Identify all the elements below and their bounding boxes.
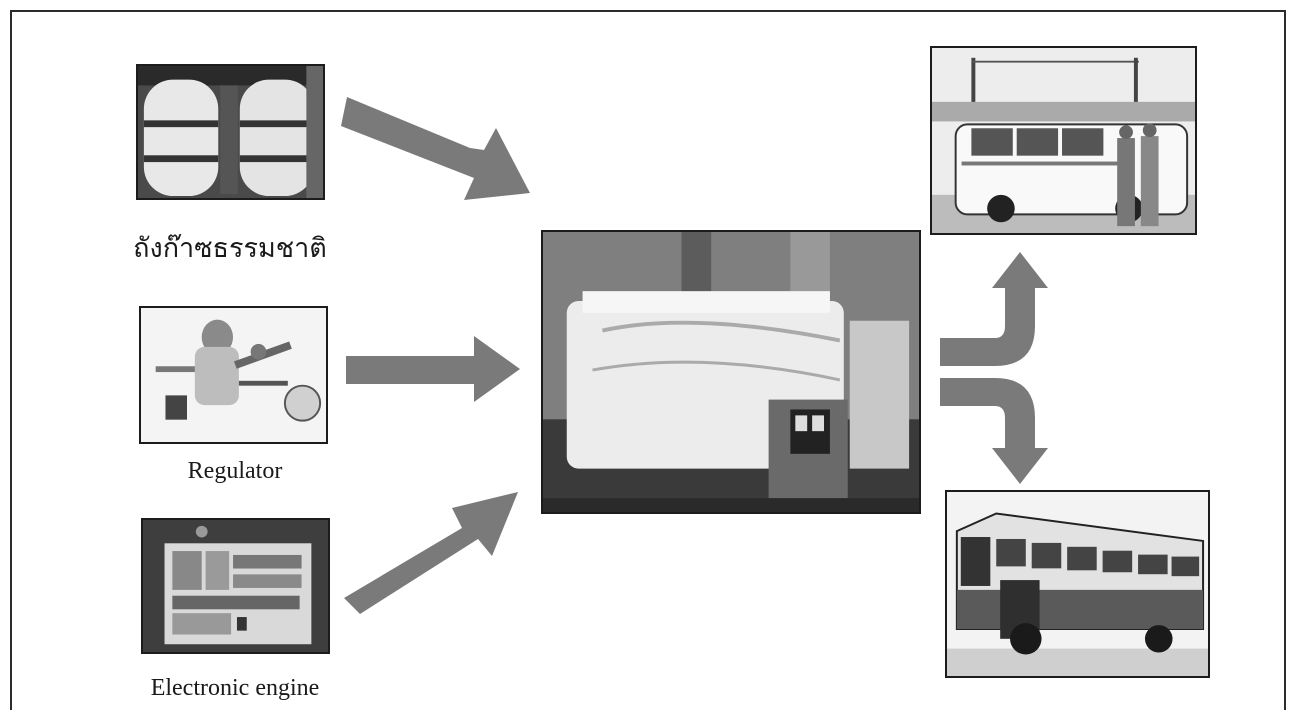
- arrow-engine-to-bus: [940, 378, 1048, 484]
- bus-photo: [945, 490, 1210, 678]
- engine-photo: [541, 230, 921, 514]
- regulator-caption: Regulator: [187, 458, 283, 484]
- van-photo: [930, 46, 1197, 235]
- diagram-frame: [10, 10, 1286, 710]
- gas-tank-photo: [136, 64, 325, 200]
- gas-tank-caption: ถังก๊าซธรรมชาติ: [133, 233, 327, 264]
- ecu-photo: [141, 518, 330, 654]
- ecu-caption: Electronic engine: [150, 675, 320, 701]
- regulator-photo: [139, 306, 328, 444]
- arrow-regulator-to-engine: [346, 336, 520, 402]
- arrow-ecu-to-engine: [344, 492, 518, 614]
- arrow-tank-to-engine: [341, 97, 530, 200]
- arrow-engine-to-van: [940, 252, 1048, 366]
